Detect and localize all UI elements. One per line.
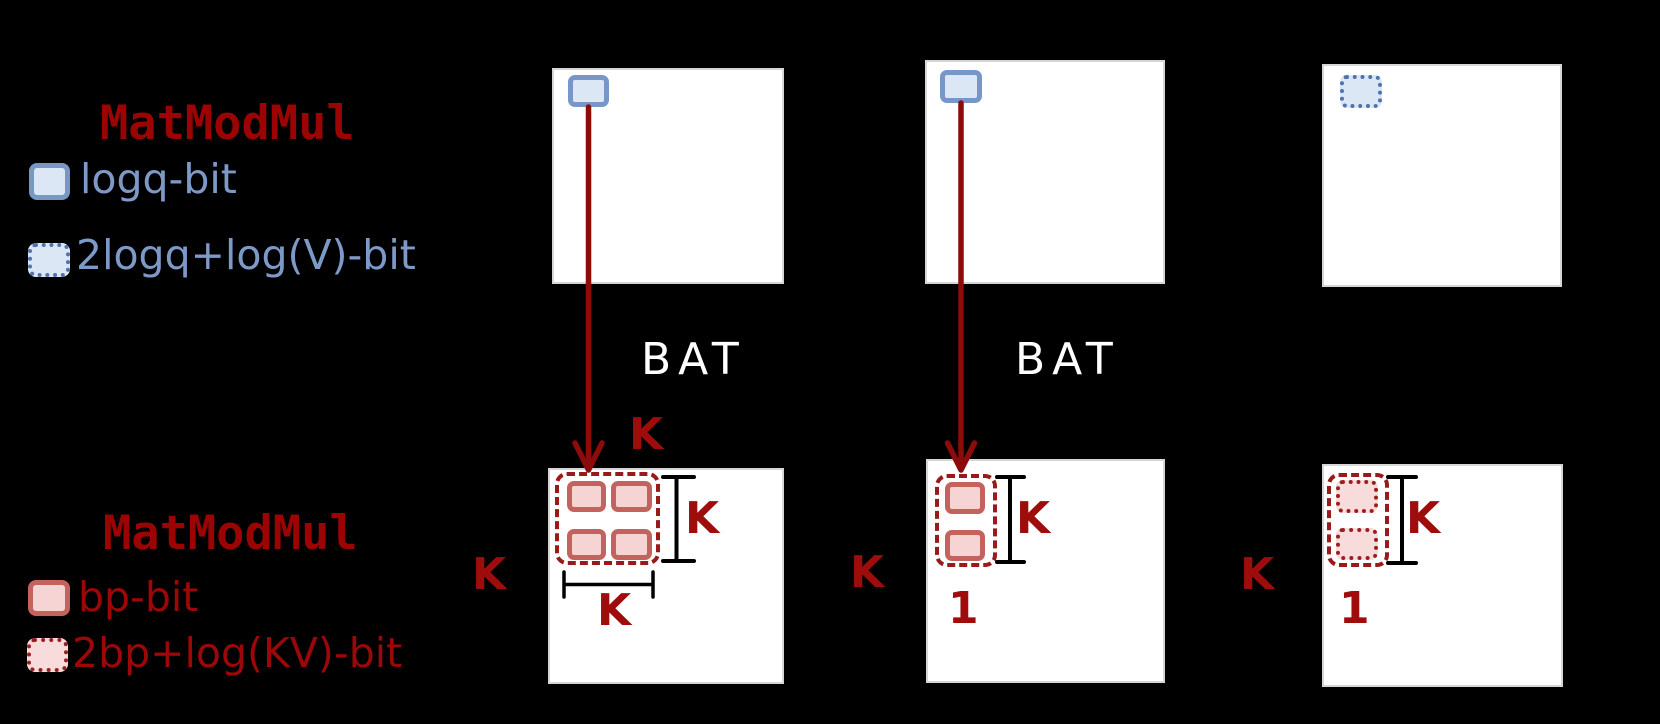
legend-swatch-2logq-icon	[28, 243, 70, 277]
col3-2logq-cell	[1340, 75, 1382, 108]
col2-bp-cell	[945, 482, 985, 514]
col1-bp-cell	[567, 529, 606, 560]
col1-bp-cell	[611, 481, 652, 512]
col1-k-left-label: K	[472, 549, 507, 600]
legend-label-bp: bp-bit	[78, 573, 199, 621]
col3-k-height-label: K	[1406, 493, 1441, 544]
legend-swatch-2bp-icon	[27, 638, 68, 672]
col1-logq-cell	[568, 75, 609, 107]
col1-block-outline	[555, 472, 660, 565]
legend-swatch-logq-icon	[29, 163, 70, 200]
col3-k-left-label: K	[1240, 549, 1275, 600]
col1-down-arrow-head	[572, 440, 605, 473]
col1-k-top-label: K	[629, 409, 664, 460]
legend-red-title: MatModMul	[103, 506, 358, 561]
col1-k-width-label: K	[597, 585, 632, 636]
col2-bp-cell	[945, 530, 985, 561]
col2-logq-cell	[940, 70, 982, 103]
col3-2bp-cell	[1336, 480, 1378, 513]
col2-k-left-label: K	[850, 547, 885, 598]
legend-label-logq: logq-bit	[80, 155, 237, 203]
col2-width-1-label: 1	[948, 583, 979, 634]
legend-label-2bp: 2bp+log(KV)-bit	[72, 629, 403, 677]
legend-blue-title: MatModMul	[100, 96, 355, 151]
col1-bp-cell	[611, 529, 652, 560]
col2-bat-label: BAT	[1015, 334, 1120, 385]
legend-label-2logq: 2logq+log(V)-bit	[76, 231, 416, 279]
col1-k-height-label: K	[685, 493, 720, 544]
col3-2bp-cell	[1336, 528, 1378, 560]
col3-width-1-label: 1	[1339, 583, 1370, 634]
col1-bat-label: BAT	[641, 334, 746, 385]
legend-swatch-bp-icon	[28, 580, 70, 616]
col2-k-height-label: K	[1016, 493, 1051, 544]
col1-bp-cell	[567, 481, 606, 512]
